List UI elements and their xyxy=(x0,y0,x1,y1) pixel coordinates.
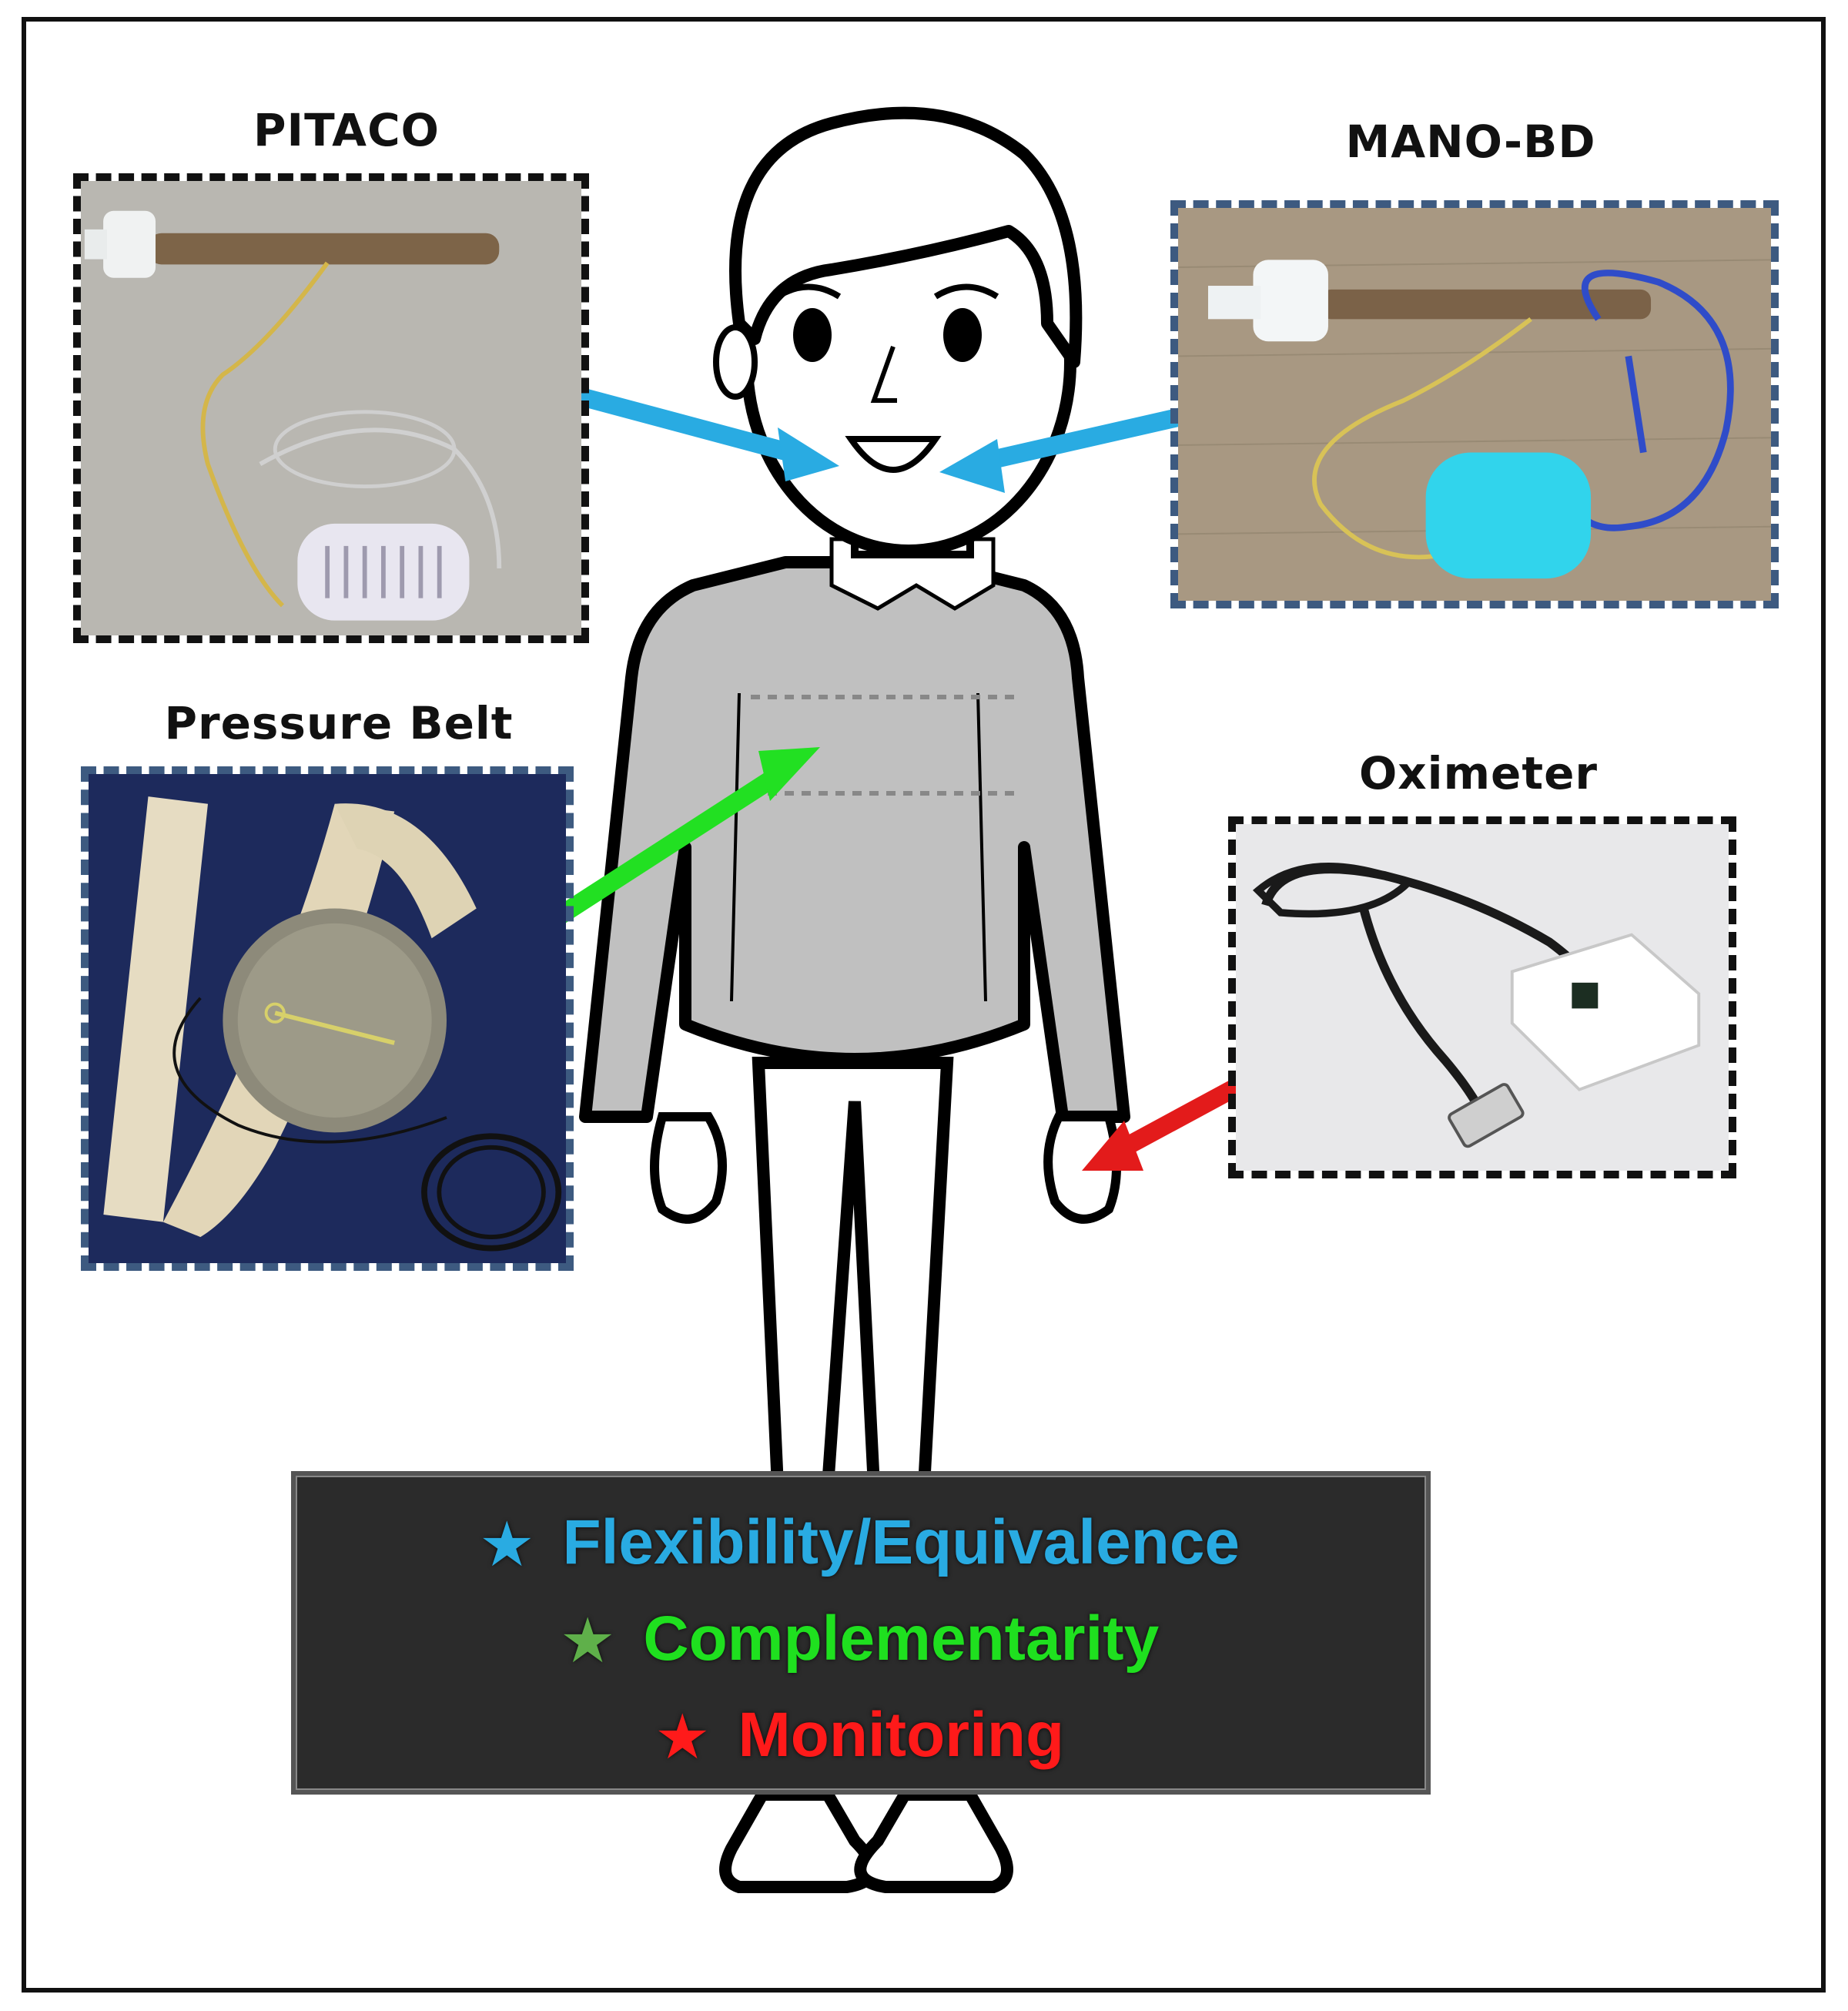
left-hand xyxy=(650,1112,727,1224)
legend-item-label: Complementarity xyxy=(643,1604,1160,1674)
hair xyxy=(729,106,1083,368)
left-eye xyxy=(793,308,832,362)
star-icon: ★ xyxy=(481,1514,532,1576)
pitaco-photo xyxy=(73,173,589,643)
right-eye xyxy=(943,308,982,362)
oximeter-label: Oximeter xyxy=(1358,747,1599,799)
star-icon: ★ xyxy=(562,1610,613,1672)
legend-item-monitoring: ★ Monitoring xyxy=(296,1699,1426,1771)
right-shoe xyxy=(854,1788,1013,1893)
legend-item-flexibility: ★ Flexibility/Equivalence xyxy=(296,1507,1426,1579)
mano-bd-photo xyxy=(1170,200,1779,608)
chest-region xyxy=(751,695,1016,796)
shirt xyxy=(579,556,1130,1123)
pressure-belt-label: Pressure Belt xyxy=(164,697,514,749)
left-shoe xyxy=(719,1788,879,1893)
legend-item-complementarity: ★ Complementarity xyxy=(296,1603,1426,1675)
nose xyxy=(870,345,897,403)
figure-frame xyxy=(22,17,1826,1993)
star-icon: ★ xyxy=(657,1707,708,1768)
pressure-belt-photo xyxy=(81,766,574,1271)
oximeter-photo xyxy=(1228,816,1736,1178)
legend-box: ★ Flexibility/Equivalence ★ Complementarit… xyxy=(291,1471,1431,1795)
mano-bd-label: MANO-BD xyxy=(1345,116,1596,168)
pitaco-label: PITACO xyxy=(253,104,440,156)
mouth xyxy=(845,436,942,473)
legend-item-label: Monitoring xyxy=(738,1700,1065,1770)
legend-item-label: Flexibility/Equivalence xyxy=(562,1507,1240,1577)
legs xyxy=(752,1057,954,1493)
